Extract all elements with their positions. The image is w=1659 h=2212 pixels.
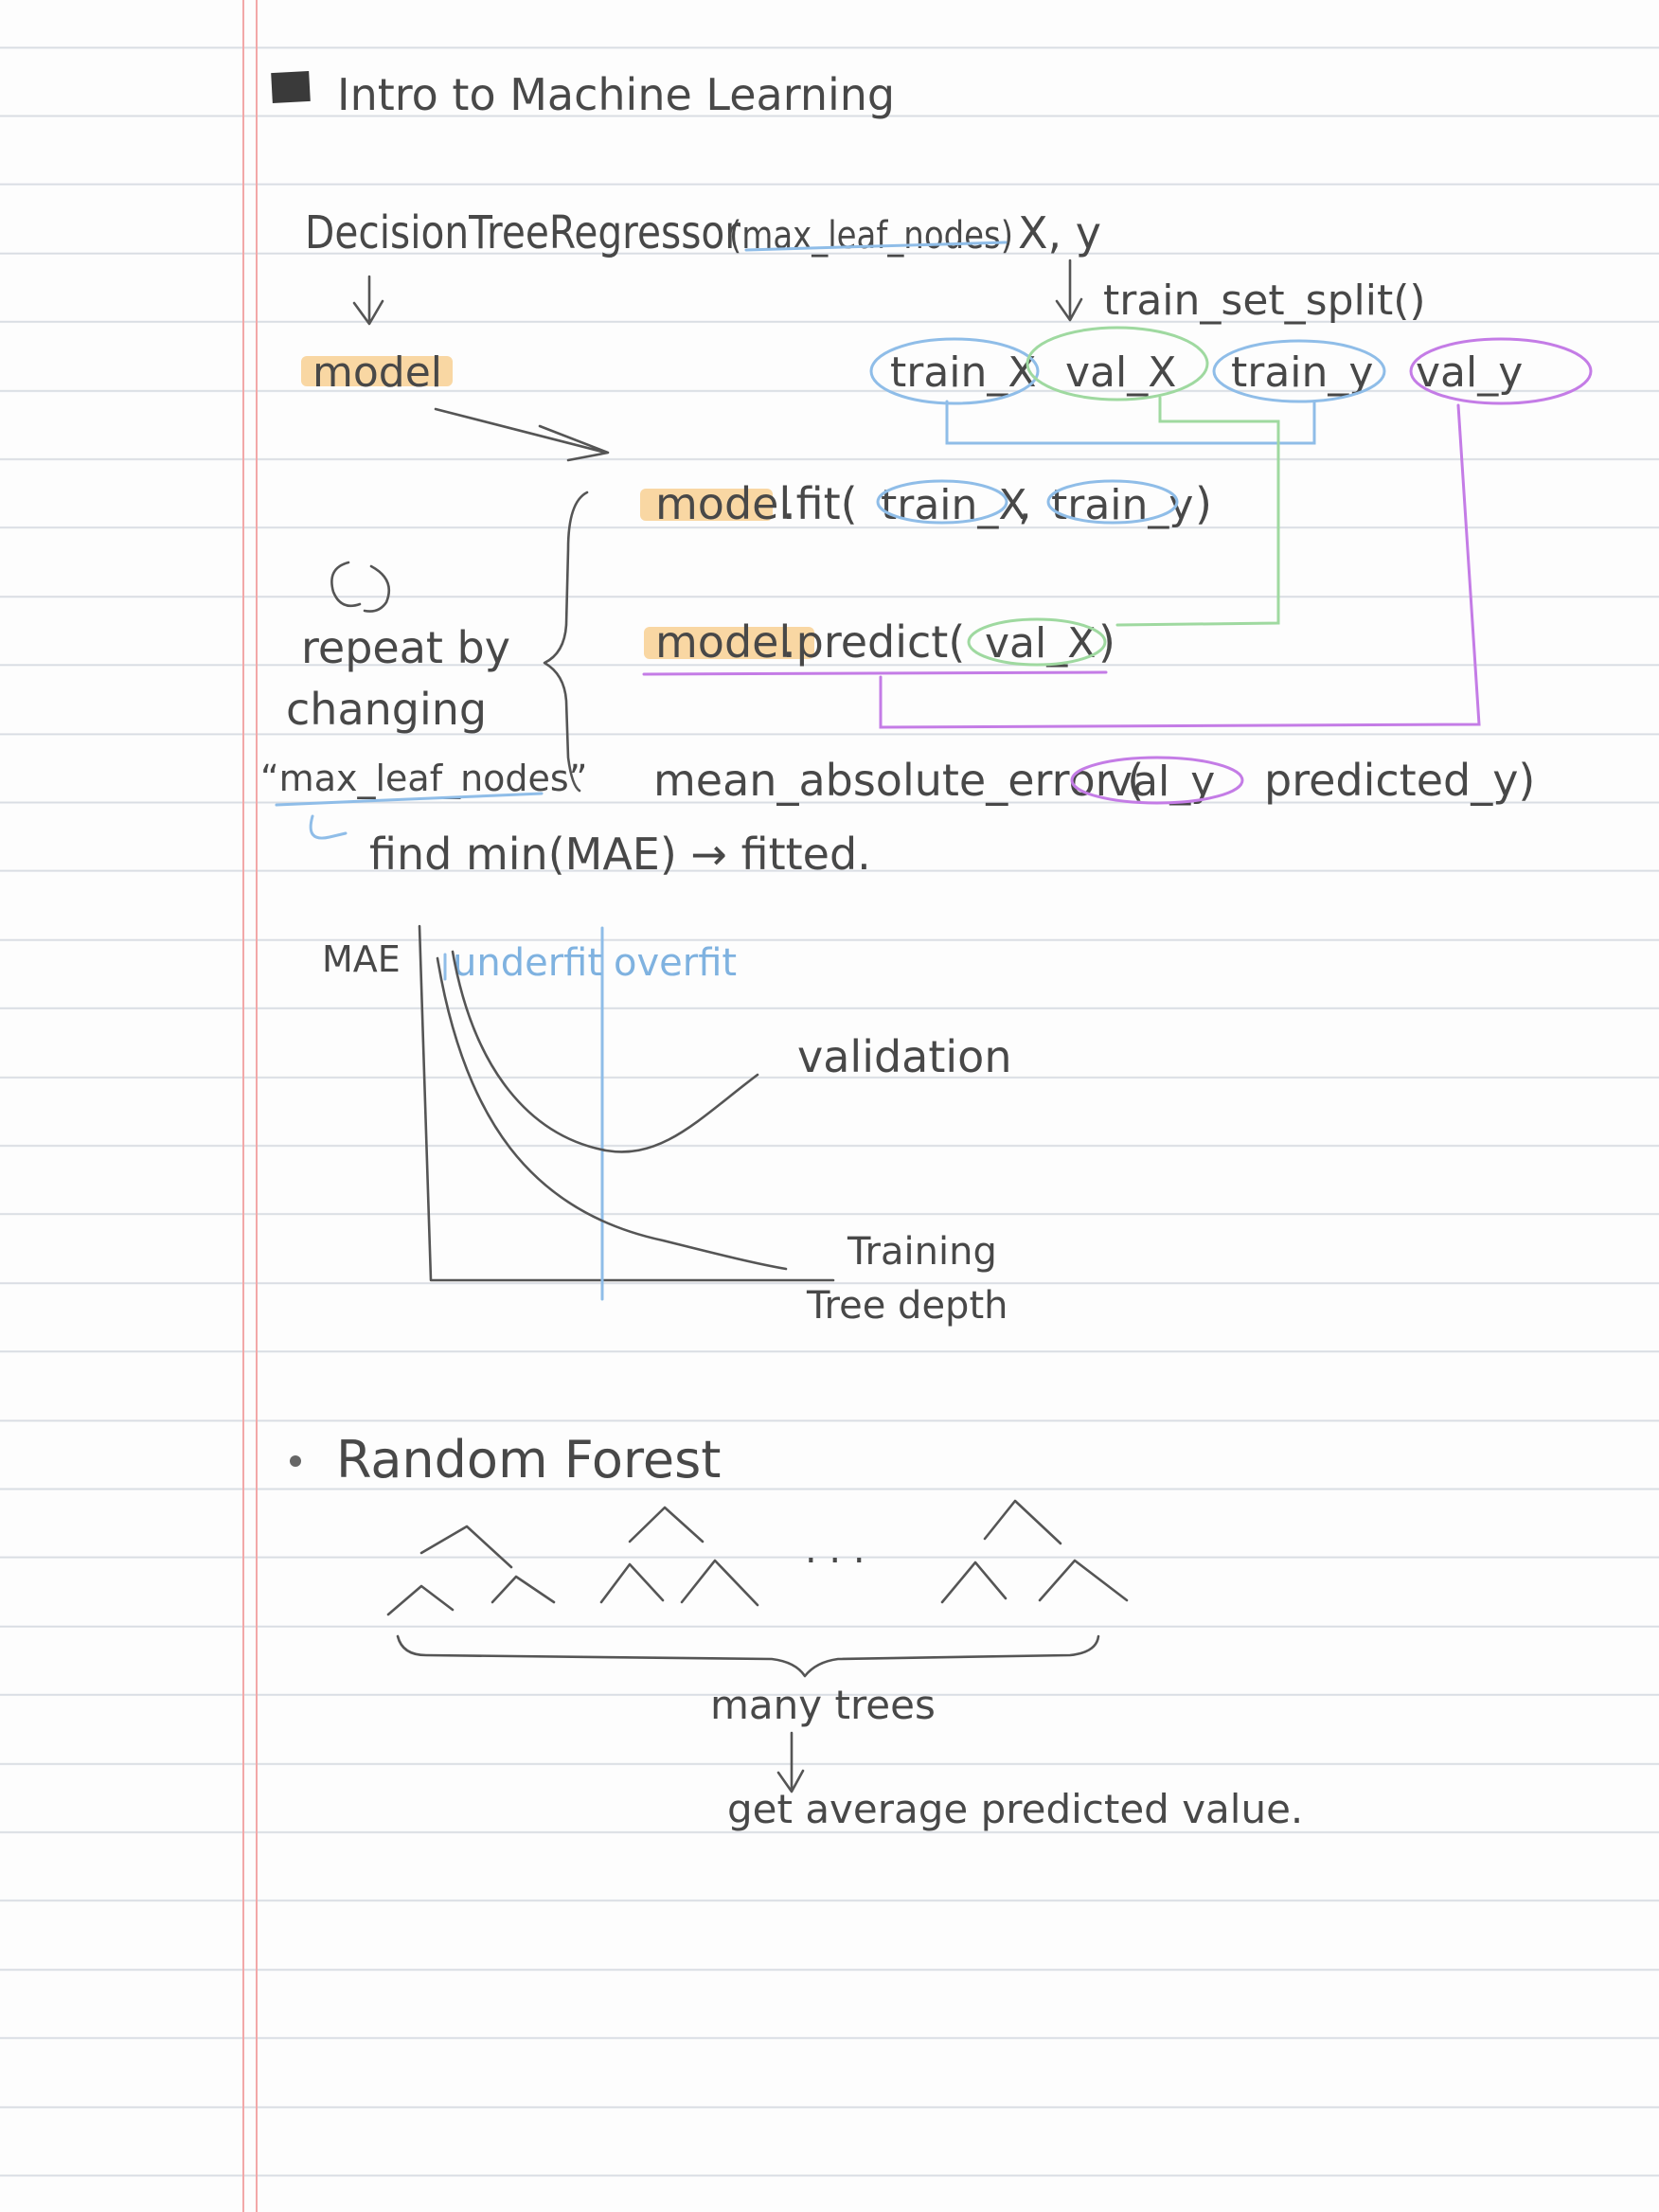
- predict-model-highlight: [644, 627, 814, 659]
- graph-axes: [418, 924, 835, 1282]
- tree-icon: [940, 1561, 1008, 1604]
- split-output-train-x: train_X: [890, 348, 1037, 397]
- fit-circle-train-x: [876, 479, 1008, 525]
- margin-line-right: [256, 0, 258, 2212]
- overfit-label: overfit: [614, 941, 737, 985]
- predict-model-text: model: [655, 616, 791, 668]
- mae-call-text: mean_absolute_error (: [653, 755, 1144, 806]
- repeat-line-1: repeat by: [301, 622, 510, 673]
- bullet-icon: [290, 1455, 301, 1467]
- underfit-label: underfit: [453, 941, 602, 985]
- arrow-down-to-split: [1055, 259, 1083, 322]
- bottom-brace: [396, 1634, 1100, 1678]
- validation-curve: [451, 950, 759, 1153]
- tree-icon: [419, 1525, 513, 1569]
- fit-model-highlight: [640, 489, 773, 521]
- xy-text: X, y: [1018, 207, 1101, 259]
- regressor-text: DecisionTreeRegressor: [305, 206, 740, 259]
- mae-arg-val-y: val_y: [1108, 758, 1215, 806]
- tree-group-1: [386, 1525, 556, 1616]
- tree-icon: [983, 1499, 1062, 1545]
- fit-comma: ,: [1018, 478, 1032, 529]
- tree-icon: [1038, 1559, 1129, 1602]
- fit-call-text: .fit(: [782, 478, 858, 529]
- predict-circle-val-x: [967, 617, 1107, 667]
- loop-arrow-icon: [330, 561, 391, 613]
- page-title: Intro to Machine Learning: [337, 69, 895, 120]
- predict-underline: [642, 670, 1108, 676]
- repeat-line-2: changing: [286, 684, 487, 735]
- split-output-train-y: train_y: [1231, 348, 1373, 397]
- tree-icon: [491, 1575, 556, 1604]
- left-brace: [543, 491, 589, 793]
- training-label: Training: [847, 1230, 997, 1274]
- checkbox-filled-icon: [271, 70, 311, 104]
- tree-icon: [386, 1584, 455, 1616]
- fit-close-text: ): [1195, 478, 1212, 529]
- connector-train-pair: [945, 400, 1316, 445]
- many-trees-text: many trees: [710, 1682, 936, 1728]
- split-output-val-x: val_X: [1065, 348, 1176, 397]
- result-text: get average predicted value.: [727, 1786, 1303, 1832]
- tree-icon: [680, 1559, 759, 1607]
- predict-call-text: .predict(: [782, 616, 965, 668]
- circle-val-x: [1026, 326, 1209, 401]
- graph-y-label: MAE: [322, 938, 401, 980]
- predict-close-text: ): [1098, 616, 1115, 668]
- tree-group-2: [599, 1506, 759, 1607]
- model-text: model: [312, 348, 442, 397]
- circle-train-x: [869, 337, 1040, 405]
- ellipsis-text: . . .: [805, 1528, 865, 1572]
- arrow-model-to-fit: [434, 407, 610, 462]
- graph-x-label: Tree depth: [806, 1284, 1008, 1328]
- repeat-line-3: “max_leaf_nodes”: [260, 758, 587, 799]
- split-output-val-y: val_y: [1416, 348, 1523, 397]
- circle-train-y: [1212, 339, 1386, 403]
- mae-arg-predicted-y: predicted_y): [1264, 755, 1535, 806]
- split-function-text: train_set_split(): [1103, 276, 1426, 325]
- max-leaf-nodes-underline-2: [275, 792, 544, 807]
- training-curve: [436, 956, 788, 1271]
- turn-arrow-icon: [309, 814, 348, 840]
- tree-icon: [628, 1506, 705, 1543]
- connector-val-x: [1115, 396, 1280, 627]
- mae-circle-val-y: [1070, 756, 1244, 805]
- margin-line-left: [242, 0, 244, 2212]
- arrow-down-to-model: [352, 275, 384, 326]
- regressor-arg-text: (max_leaf_nodes): [729, 214, 1013, 258]
- max-leaf-nodes-underline: [744, 241, 1008, 252]
- connector-val-y: [879, 403, 1481, 729]
- arrow-down-to-result: [776, 1731, 805, 1793]
- fit-model-text: model: [655, 478, 791, 529]
- random-forest-title: Random Forest: [336, 1430, 721, 1490]
- tree-icon: [599, 1562, 665, 1604]
- find-min-text: find min(MAE) → fitted.: [369, 829, 871, 880]
- fit-circle-train-y: [1046, 479, 1179, 525]
- model-highlight: [301, 356, 453, 386]
- validation-label: validation: [797, 1031, 1011, 1082]
- circle-val-y: [1409, 337, 1593, 405]
- tree-group-3: [940, 1499, 1129, 1604]
